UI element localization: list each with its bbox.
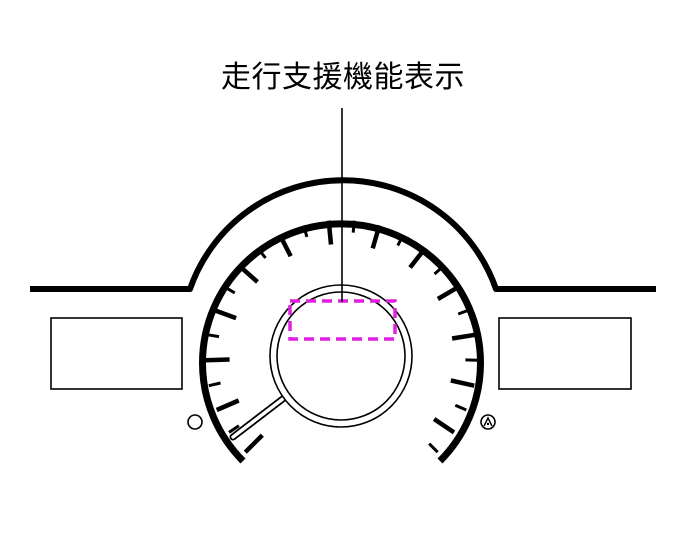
gauge-tick: [256, 247, 267, 259]
gauge-tick: [238, 264, 259, 284]
gauge-tick: [436, 284, 460, 301]
gauge-tick-marks: [205, 220, 478, 454]
gauge-tick: [450, 378, 475, 388]
gauge-tick: [302, 224, 309, 238]
left-display-panel: [50, 317, 183, 390]
gauge-tick: [208, 381, 221, 388]
driving-assist-label: 走行支援機能表示: [221, 60, 465, 95]
gauge-tick: [351, 220, 356, 233]
gauge-tick: [433, 264, 445, 276]
gauge-tick: [432, 417, 456, 435]
gauge-tick: [457, 308, 471, 316]
gauge-tick: [223, 285, 236, 295]
circle-indicator-icon: [187, 414, 203, 430]
gauge-tick: [243, 433, 264, 454]
engine-warning-icon: [480, 414, 496, 430]
gauge-tick: [206, 333, 220, 339]
right-display-panel: [498, 317, 632, 390]
gauge-tick: [277, 233, 293, 258]
gauge-tick: [215, 398, 240, 413]
gauge-tick: [326, 220, 334, 245]
gauge-tick: [228, 424, 240, 434]
dashboard-hood-outline: [30, 177, 656, 292]
gauge-tick: [428, 442, 439, 454]
gauge-tick: [205, 357, 230, 363]
gauge-tick: [408, 247, 427, 269]
gauge-needle: [229, 394, 288, 441]
gauge-tick: [451, 332, 477, 341]
gauge-tick: [454, 403, 467, 412]
gauge-tick: [212, 307, 237, 321]
gauge-tick: [396, 234, 405, 247]
gauge-tick: [370, 224, 382, 250]
central-display-outer-ring: [269, 284, 413, 428]
central-display-inner-ring: [276, 291, 406, 421]
